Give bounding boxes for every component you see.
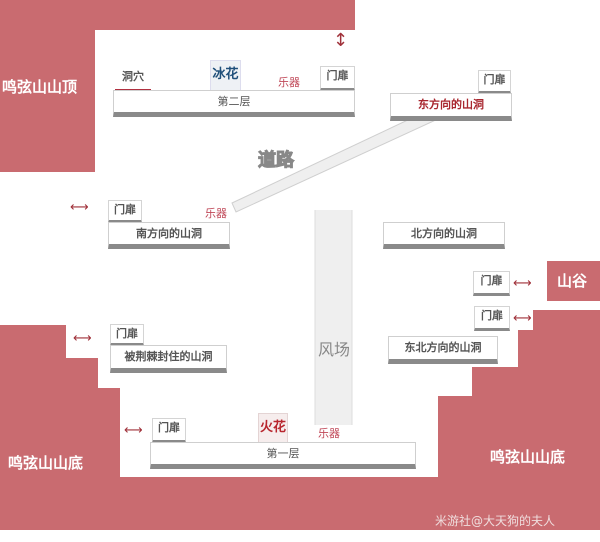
thorn-door-arrow-icon: ⟷ <box>73 331 92 346</box>
valley-door-2-arrow-icon: ⟷ <box>513 311 532 326</box>
ice-flower-item: 冰花 <box>210 60 241 91</box>
floor2-door: 门扉 <box>320 66 355 91</box>
vertical-arrow-icon: ↕ <box>333 30 349 51</box>
cave-tab: 洞穴 <box>115 68 151 91</box>
east-cave-door: 门扉 <box>478 70 511 94</box>
summit-label: 鸣弦山山顶 <box>2 78 78 96</box>
valley-door-2: 门扉 <box>474 306 510 331</box>
base-left-label: 鸣弦山山底 <box>8 454 84 472</box>
floor2-room: 第二层 <box>113 90 355 117</box>
watermark: 米游社@大天狗的夫人 <box>435 514 556 528</box>
south-cave-door: 门扉 <box>108 200 142 223</box>
floor1-door-arrow-icon: ⟷ <box>124 423 143 438</box>
floor1-room: 第一层 <box>150 442 416 469</box>
summit-region <box>0 0 355 172</box>
base-right-label: 鸣弦山山底 <box>490 448 566 466</box>
northeast-cave-room: 东北方向的山洞 <box>388 336 498 364</box>
wind-column <box>315 210 352 425</box>
south-cave-room: 南方向的山洞 <box>108 222 230 249</box>
south-door-arrow-icon: ⟷ <box>70 200 89 215</box>
floor2-instrument: 乐器 <box>278 76 300 89</box>
valley-door-1-arrow-icon: ⟷ <box>513 276 532 291</box>
road-instrument: 乐器 <box>205 207 227 220</box>
north-cave-room: 北方向的山洞 <box>383 222 505 249</box>
valley-label: 山谷 <box>557 272 588 290</box>
valley-door-1: 门扉 <box>473 271 510 296</box>
wind-label: 风场 <box>317 340 350 359</box>
fire-flower-item: 火花 <box>258 413 288 443</box>
floor1-instrument: 乐器 <box>318 427 340 440</box>
road-label: 道路 <box>258 150 295 172</box>
thorn-cave-room: 被荆棘封住的山洞 <box>110 345 227 373</box>
valley-region <box>547 261 600 301</box>
floor1-door: 门扉 <box>152 418 186 443</box>
thorn-cave-door: 门扉 <box>110 324 144 346</box>
base-region <box>0 310 600 530</box>
east-cave-room: 东方向的山洞 <box>390 93 512 121</box>
